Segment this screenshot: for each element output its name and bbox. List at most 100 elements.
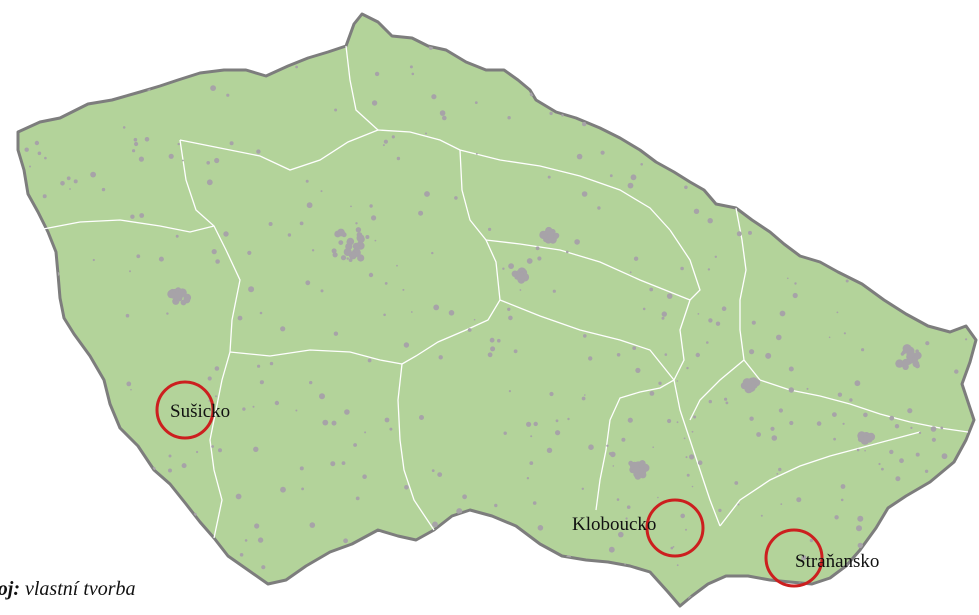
marker-circle-susicko xyxy=(155,380,215,440)
settlement-dot xyxy=(418,210,424,216)
settlement-dot xyxy=(344,584,349,589)
settlement-dot xyxy=(287,233,292,237)
settlement-dot xyxy=(697,313,700,315)
settlement-dot xyxy=(399,553,405,559)
settlement-dot xyxy=(600,150,605,155)
settlement-dot xyxy=(917,303,920,306)
settlement-dot xyxy=(206,161,210,165)
settlement-dot xyxy=(535,246,540,251)
settlement-dot xyxy=(806,387,809,390)
settlement-dot xyxy=(259,311,263,315)
settlement-dot xyxy=(707,268,711,271)
settlement-dot xyxy=(168,468,172,473)
settlement-dot xyxy=(724,397,728,401)
settlement-dot xyxy=(792,292,798,299)
region-border-15 xyxy=(689,359,745,421)
settlement-dot xyxy=(788,366,794,372)
settlement-dot xyxy=(213,51,217,55)
settlement-dot xyxy=(139,213,145,218)
settlement-dot xyxy=(894,424,900,429)
settlement-dot xyxy=(362,474,367,480)
settlement-dot xyxy=(403,342,410,348)
settlement-dot xyxy=(383,139,388,144)
settlement-dot xyxy=(676,421,679,424)
settlement-dot xyxy=(951,216,954,219)
settlement-dot xyxy=(725,401,729,405)
settlement-dot xyxy=(19,308,22,312)
settlement-dot xyxy=(282,24,288,30)
settlement-dot xyxy=(881,467,884,471)
city-blob xyxy=(351,251,357,257)
settlement-dot xyxy=(624,563,626,565)
settlement-dot xyxy=(566,250,569,254)
settlement-dot xyxy=(627,182,634,189)
settlement-dot xyxy=(856,448,860,452)
settlement-dot xyxy=(295,65,298,69)
settlement-dot xyxy=(829,106,836,113)
settlement-dot xyxy=(313,598,320,605)
settlement-dot xyxy=(555,565,557,568)
settlement-dot xyxy=(508,263,514,269)
city-blob xyxy=(634,472,642,480)
settlement-dot xyxy=(210,85,217,91)
settlement-dot xyxy=(676,564,679,567)
settlement-dot xyxy=(44,156,47,160)
settlement-dot xyxy=(334,108,338,112)
settlement-dot xyxy=(371,215,377,221)
settlement-dot xyxy=(424,191,430,197)
settlement-dot xyxy=(503,431,507,435)
settlement-dot xyxy=(438,355,443,360)
settlement-dot xyxy=(693,208,700,214)
settlement-dot xyxy=(845,279,849,283)
settlement-dot xyxy=(864,449,866,452)
settlement-dot xyxy=(670,546,674,550)
settlement-dot xyxy=(618,531,624,538)
settlement-dot xyxy=(211,249,217,255)
settlement-dot xyxy=(576,153,583,160)
settlement-dot xyxy=(437,472,443,477)
settlement-dot xyxy=(618,103,623,107)
city-blob xyxy=(742,378,752,387)
settlement-dot xyxy=(608,546,615,553)
settlement-dot xyxy=(129,270,131,273)
settlement-dot xyxy=(37,151,42,156)
settlement-dot xyxy=(640,163,643,166)
settlement-dot xyxy=(936,540,943,546)
marker-circle-stranansko xyxy=(764,528,824,588)
settlement-dot xyxy=(922,41,926,44)
settlement-dot xyxy=(46,370,50,374)
settlement-dot xyxy=(239,553,244,557)
settlement-dot xyxy=(649,57,654,62)
settlement-dot xyxy=(409,65,413,69)
settlement-dot xyxy=(676,380,679,382)
settlement-dot xyxy=(134,141,139,147)
settlement-dot xyxy=(462,494,467,500)
settlement-dot xyxy=(261,565,266,570)
settlement-dot xyxy=(922,200,925,202)
settlement-dot xyxy=(99,81,105,87)
settlement-dot xyxy=(364,431,367,434)
settlement-dot xyxy=(863,412,868,418)
settlement-dot xyxy=(789,420,794,426)
settlement-dot xyxy=(666,293,673,299)
settlement-dot xyxy=(172,516,177,521)
settlement-dot xyxy=(207,376,212,381)
city-blob xyxy=(554,234,559,239)
settlement-dot xyxy=(448,310,455,316)
settlement-dot xyxy=(341,461,346,465)
settlement-dot xyxy=(685,528,687,531)
settlement-dot xyxy=(700,180,703,183)
settlement-dot xyxy=(840,498,844,502)
settlement-dot xyxy=(632,346,637,350)
settlement-dot xyxy=(626,505,631,510)
settlement-dot xyxy=(633,256,639,261)
region-border-1 xyxy=(37,219,215,233)
settlement-dot xyxy=(612,465,615,467)
settlement-dot xyxy=(629,271,632,274)
settlement-dot xyxy=(168,153,174,159)
settlement-dot xyxy=(33,349,35,352)
settlement-dot xyxy=(166,565,172,572)
settlement-dot xyxy=(52,266,55,269)
source-caption: roj: vlastní tvorba xyxy=(0,578,136,601)
